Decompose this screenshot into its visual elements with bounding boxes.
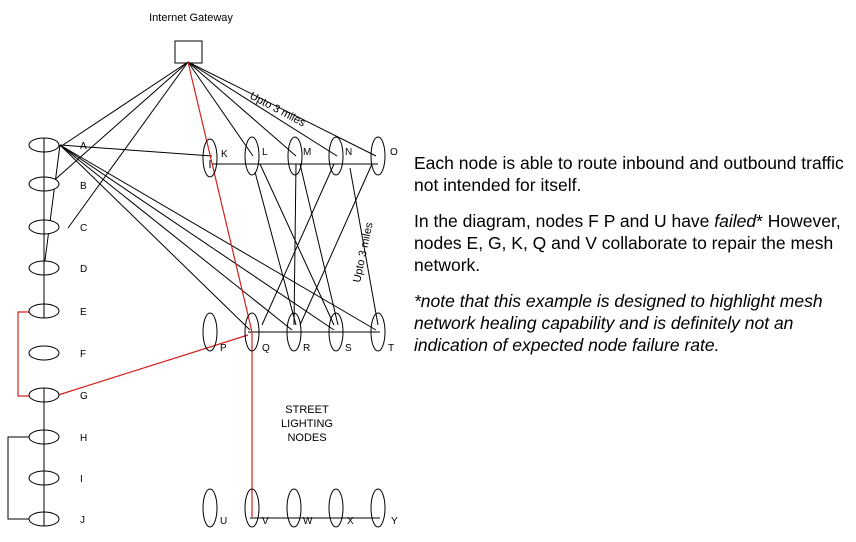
gateway-links [49,61,377,229]
left-nodes [28,137,60,527]
node-label-h: H [80,433,87,444]
node-u [202,488,218,528]
node-label-e: E [80,307,87,318]
node-label-l: L [262,147,268,158]
node-x [328,488,344,528]
description-panel: Each node is able to route inbound and o… [414,152,854,370]
paragraph-note: *note that this example is designed to h… [414,291,823,355]
bottom-nodes [202,488,386,528]
middle-nodes [202,312,386,352]
top-nodes [202,136,386,178]
range-label-top: Upto 3 miles [248,90,308,130]
node-label-n: N [345,147,352,158]
paragraph-routing: Each node is able to route inbound and o… [414,153,844,195]
node-o [370,136,386,176]
node-label-t: T [388,343,394,354]
node-s [328,312,344,352]
mesh-network-diagram: Internet Gateway [7,12,398,528]
node-label-o: O [390,147,398,158]
street-label-2: LIGHTING [281,418,333,430]
node-label-v: V [262,516,269,527]
gateway-box [174,40,203,64]
h-j-bracket-link [7,436,30,520]
street-label-1: STREET [285,404,329,416]
cross-links [209,160,379,326]
node-label-w: W [303,516,313,527]
node-label-x: X [347,516,354,527]
failure-text-b: * However, nodes E, G, K, Q and V collab… [414,211,841,275]
node-r [286,312,302,352]
node-l [244,136,260,176]
node-v [244,488,260,528]
node-label-q: Q [262,343,270,354]
node-label-i: I [80,474,83,485]
node-label-p: P [220,343,227,354]
node-label-s: S [345,343,352,354]
node-label-u: U [220,516,227,527]
node-label-y: Y [391,516,398,527]
node-f [28,345,60,361]
node-p [202,312,218,352]
failure-text-a: In the diagram, nodes F P and U have [414,211,715,231]
failed-word: failed [714,211,757,231]
node-t [370,312,386,352]
node-label-k: K [221,149,228,160]
node-label-d: D [80,264,87,275]
node-y [370,488,386,528]
node-m [287,136,303,176]
node-label-g: G [80,391,88,402]
paragraph-failure: In the diagram, nodes F P and U have fai… [414,210,854,276]
node-w [286,488,302,528]
node-label-c: C [80,223,87,234]
range-label-right: Upto 3 miles [351,221,376,284]
street-label-3: NODES [287,432,326,444]
node-a-links [43,144,377,331]
node-label-j: J [80,515,85,526]
node-label-f: F [80,349,86,360]
repair-links [17,61,253,517]
node-k [202,138,218,178]
node-label-a: A [80,141,87,152]
node-label-m: M [303,147,311,158]
node-label-b: B [80,181,87,192]
node-n [328,136,344,176]
node-q [244,312,260,352]
node-label-r: R [303,343,310,354]
gateway-label: Internet Gateway [149,12,233,24]
